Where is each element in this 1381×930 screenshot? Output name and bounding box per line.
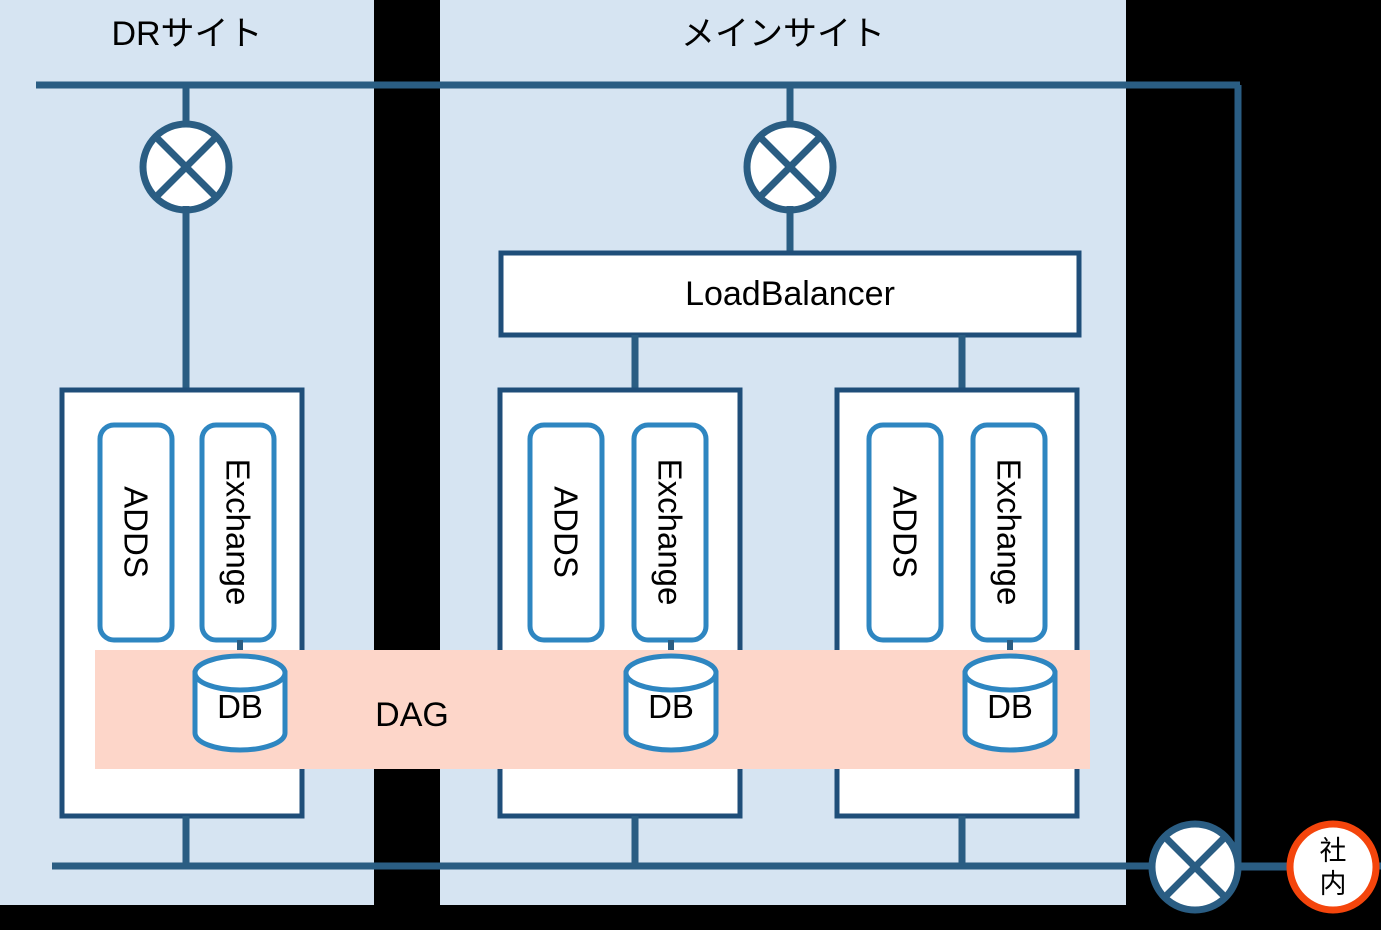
component-adds[interactable]: ADDS bbox=[866, 422, 944, 643]
component-label: ADDS bbox=[118, 486, 155, 578]
router-main[interactable] bbox=[743, 120, 837, 214]
site-title-dr: DRサイト bbox=[111, 15, 262, 53]
db-label: DB bbox=[648, 688, 694, 725]
component-label: Exchange bbox=[220, 459, 257, 606]
router-icon-stroke-b bbox=[757, 134, 823, 200]
router-icon-stroke-b bbox=[153, 134, 219, 200]
internal-network-circle bbox=[1286, 820, 1380, 914]
component-adds[interactable]: ADDS bbox=[527, 422, 605, 643]
db-cylinder-body bbox=[623, 670, 719, 753]
component-box bbox=[527, 422, 605, 643]
dag-zone-label: DAG bbox=[375, 696, 449, 734]
db-label: DB bbox=[987, 688, 1033, 725]
load-balancer-node[interactable]: LoadBalancer bbox=[498, 250, 1082, 338]
db-cylinder-top bbox=[192, 653, 288, 693]
database-dr-server-1[interactable]: DB bbox=[192, 653, 288, 753]
db-cylinder-body bbox=[962, 670, 1058, 753]
database-main-server-2[interactable]: DB bbox=[962, 653, 1058, 753]
component-exchange[interactable]: Exchange bbox=[631, 422, 709, 643]
db-cylinder-top bbox=[623, 653, 719, 693]
component-label: ADDS bbox=[548, 486, 585, 578]
component-label: Exchange bbox=[991, 459, 1028, 606]
load-balancer-box bbox=[498, 250, 1082, 338]
db-cylinder-top bbox=[962, 653, 1058, 693]
component-exchange[interactable]: Exchange bbox=[199, 422, 277, 643]
db-cylinder-body bbox=[192, 670, 288, 753]
internal-network-node[interactable]: 社 内 bbox=[1286, 820, 1380, 914]
component-exchange[interactable]: Exchange bbox=[970, 422, 1048, 643]
component-box bbox=[866, 422, 944, 643]
router-dr[interactable] bbox=[139, 120, 233, 214]
component-label: ADDS bbox=[887, 486, 924, 578]
db-label: DB bbox=[217, 688, 263, 725]
load-balancer-label: LoadBalancer bbox=[685, 275, 895, 313]
component-adds[interactable]: ADDS bbox=[97, 422, 175, 643]
router-icon-stroke-b bbox=[1162, 834, 1228, 900]
component-box bbox=[97, 422, 175, 643]
component-label: Exchange bbox=[652, 459, 689, 606]
internal-network-label-line1: 社 bbox=[1320, 836, 1347, 867]
router-edge[interactable] bbox=[1148, 820, 1242, 914]
database-main-server-1[interactable]: DB bbox=[623, 653, 719, 753]
internal-network-label-line2: 内 bbox=[1320, 869, 1347, 900]
site-title-main: メインサイト bbox=[681, 15, 885, 53]
